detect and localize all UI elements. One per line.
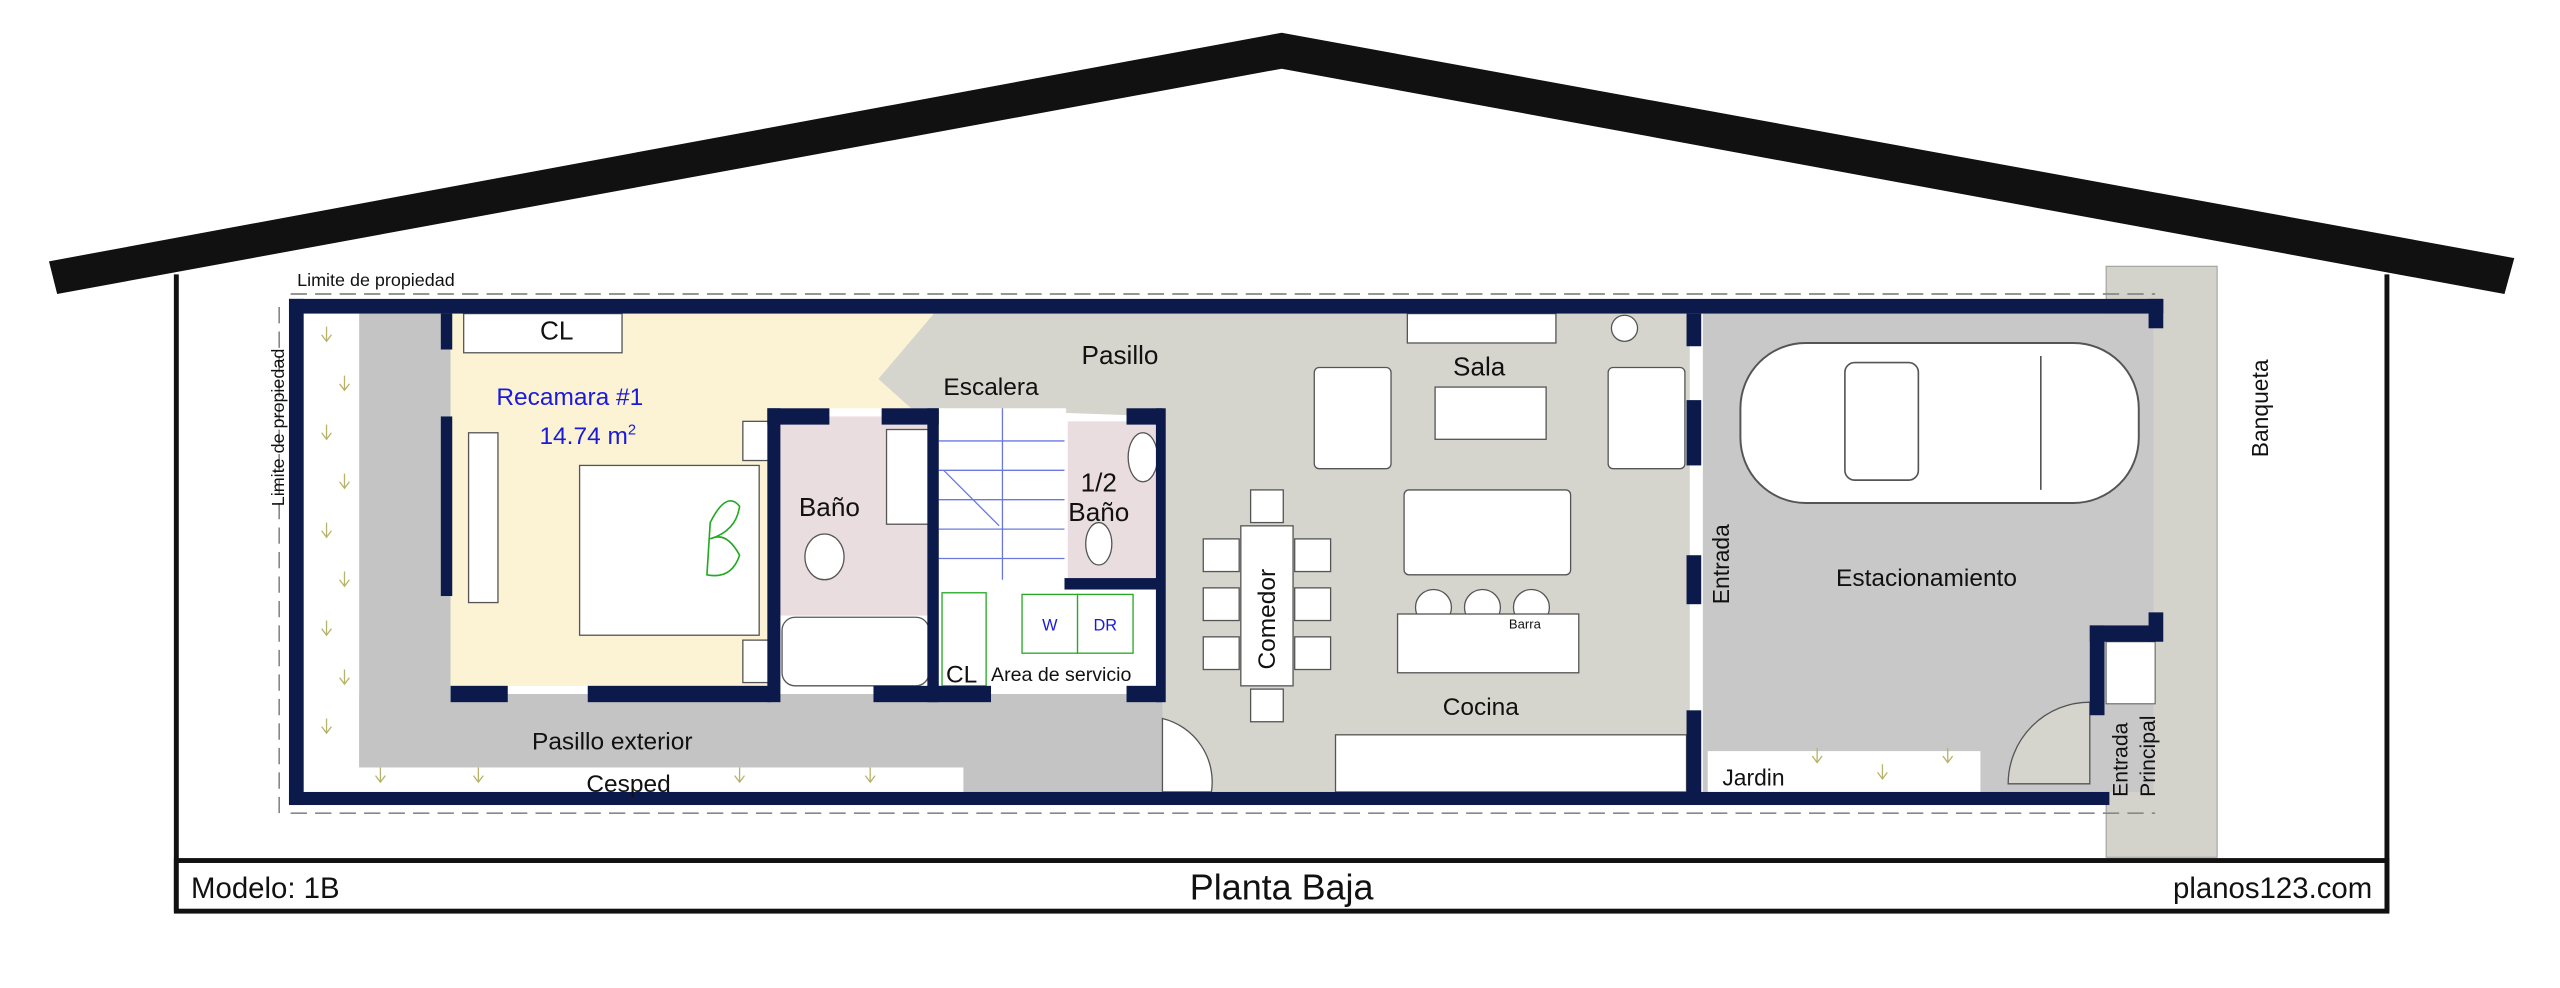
stairs-label: Escalera [943,374,1039,401]
service-area-label: Area de servicio [991,664,1131,686]
walls [288,298,2164,806]
outdoor-hallway-label: Pasillo exterior [532,729,692,756]
bedroom-area-sup: 2 [628,422,636,438]
property-line-left-label: Limite de propiedad [268,349,288,507]
planter [2105,641,2156,705]
dining-table [1240,525,1294,687]
main-entrance-label-1: Entrada [2109,722,2132,797]
walkway-end [963,694,1163,792]
stairs-lines [938,408,1065,580]
grass-pattern [321,326,1954,784]
dining-label: Comedor [1254,569,1281,670]
main-door-swing [2007,701,2091,785]
dining-chair [1202,587,1240,622]
half-bath-toilet [1085,521,1113,566]
plan-title: Planta Baja [1190,867,1374,908]
dining-chair [1249,489,1284,524]
kitchen-label: Cocina [1443,694,1520,721]
half-bath-label-1: 1/2 [1081,468,1117,498]
parking-label: Estacionamiento [1836,565,2017,592]
dining-chair [1294,636,1332,671]
dryer [1076,593,1134,654]
closet-label: CL [540,316,573,346]
bedroom-name: Recamara #1 [496,384,643,411]
dining-chair [1294,538,1332,573]
garden-label: Jardin [1722,764,1784,790]
tub [781,616,930,687]
roof [48,32,2515,294]
dining-chair [1249,688,1284,723]
dining-chair [1202,636,1240,671]
plant-pot [1610,314,1639,342]
lawn-label: Cesped [586,771,670,798]
car-icon [1739,342,2140,504]
bedroom-closet [463,312,623,354]
nightstand [742,639,770,684]
sofa [1403,489,1572,576]
tv-console [1406,312,1557,344]
armchair [1313,366,1392,470]
main-entrance-label-2: Principal [2137,715,2160,796]
bedroom-area-value: 14.74 m [539,423,627,450]
bar-label: Barra [1509,617,1542,632]
door-swing [1161,717,1213,793]
kitchen-counter [1334,734,1688,793]
armchair [1607,366,1686,470]
entrance-label: Entrada [1708,524,1734,604]
dining-chair [1202,538,1240,573]
lawn-bottom [303,767,964,792]
bath-sink [885,428,930,525]
service-closet-label: CL [946,662,977,689]
title-block [173,858,2390,914]
website-label: planos123.com [2173,872,2372,905]
model-label: Modelo: 1B [191,872,340,905]
walkway-side [359,313,451,768]
dresser [467,432,499,604]
plant-icon [706,500,741,577]
washer [1021,593,1079,654]
half-bath-sink [1127,432,1159,483]
half-bath-label-2: Baño [1068,497,1129,527]
dining-chair [1294,587,1332,622]
bathroom-label: Baño [799,492,860,522]
bedroom-area: 14.74 m2 [539,422,636,450]
washer-label: W [1042,616,1058,634]
bar-island [1396,613,1580,674]
lawn-strip [303,313,363,792]
dryer-label: DR [1094,616,1118,634]
living-label: Sala [1453,352,1506,382]
nightstand [742,420,770,462]
sidewalk-label: Banqueta [2247,359,2273,457]
garden-strip [1707,751,1981,792]
property-line-top-label: Limite de propiedad [297,270,455,290]
hallway-label: Pasillo [1082,340,1159,370]
service-closet [941,592,987,687]
coffee-table [1434,386,1547,440]
toilet [804,533,845,581]
